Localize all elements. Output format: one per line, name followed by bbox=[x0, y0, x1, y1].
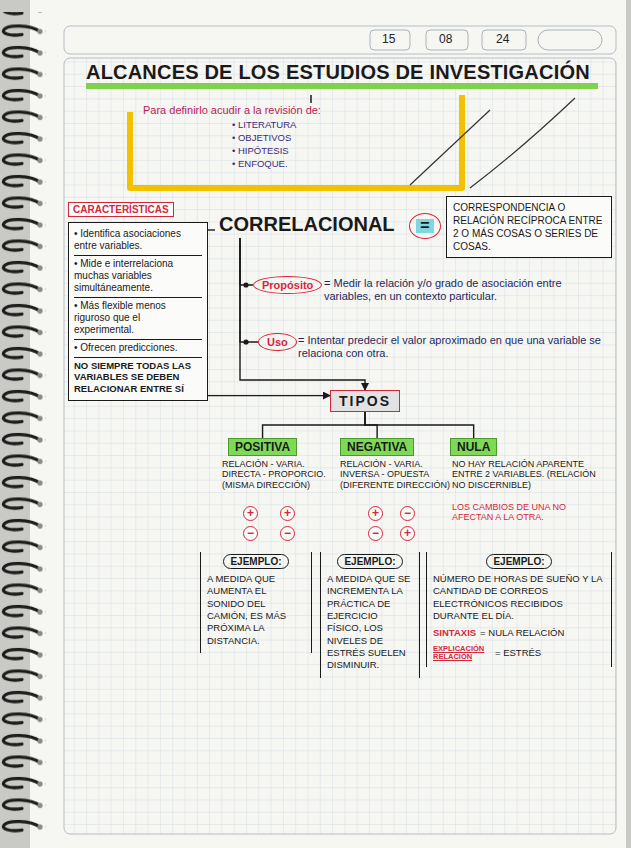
sign-circle: + bbox=[400, 526, 415, 541]
node-text: = bbox=[416, 219, 433, 233]
type-description: NO HAY RELACIÓN APARENTE ENTRE 2 VARIABL… bbox=[452, 459, 610, 490]
date-year: 24 bbox=[496, 33, 509, 47]
node-text: − bbox=[369, 527, 382, 539]
example-text: A MEDIDA QUE AUMENTA EL SONIDO DEL CAMIÓ… bbox=[207, 573, 305, 647]
bullet-item: • HIPÓTESIS bbox=[232, 146, 289, 157]
feature-item: • Más flexible menos riguroso que el exp… bbox=[74, 298, 202, 340]
node-text: + bbox=[281, 507, 294, 519]
connector bbox=[240, 238, 365, 390]
feature-list-box: • Identifica asociaciones entre variable… bbox=[68, 222, 208, 401]
use-text: = Intentar predecir el valor aproximado … bbox=[298, 334, 608, 359]
date-box bbox=[482, 30, 526, 50]
node-text: Propósito bbox=[262, 279, 313, 291]
example-row: EXPLICACIÓN RELACIÓN = ESTRÉS bbox=[433, 645, 605, 662]
date-box bbox=[370, 30, 410, 50]
node-text: CORRESPONDENCIA O RELACIÓN RECÍPROCA ENT… bbox=[453, 201, 605, 253]
sign-circle: + bbox=[280, 506, 295, 521]
date-day: 15 bbox=[382, 33, 395, 47]
feature-item: • Identifica asociaciones entre variable… bbox=[74, 226, 202, 256]
circled-term: Uso bbox=[258, 333, 297, 351]
type-description: RELACIÓN - VARIA. DIRECTA - PROPORCIO. (… bbox=[222, 459, 338, 490]
example-box: EJEMPLO: A MEDIDA QUE SE INCREMENTA LA PR… bbox=[320, 552, 420, 678]
example-heading: EJEMPLO: bbox=[223, 554, 288, 569]
bullet-item: • LITERATURA bbox=[232, 120, 296, 131]
sign-circle: + bbox=[243, 506, 258, 521]
connector bbox=[240, 238, 258, 342]
example-text: A MEDIDA QUE SE INCREMENTA LA PRÁCTICA D… bbox=[327, 573, 413, 672]
node-text: + bbox=[369, 507, 382, 519]
heading-box: CARACTERÍSTICAS bbox=[68, 202, 174, 217]
node-text: Uso bbox=[267, 336, 288, 348]
example-box: EJEMPLO: NÚMERO DE HORAS DE SUEÑO Y LA CA… bbox=[426, 552, 612, 667]
node-text: NULA bbox=[457, 440, 490, 454]
connector bbox=[263, 412, 365, 438]
type-description: RELACIÓN - VARIA. INVERSA - OPUESTA (DIF… bbox=[340, 459, 450, 490]
pen-stroke bbox=[470, 98, 575, 188]
main-concept: CORRELACIONAL bbox=[215, 211, 399, 238]
type-band: NULA bbox=[450, 438, 497, 456]
node-text: − bbox=[244, 527, 257, 539]
example-heading: EJEMPLO: bbox=[337, 554, 402, 569]
connector bbox=[365, 412, 474, 438]
example-heading: EJEMPLO: bbox=[486, 554, 551, 569]
node-text: + bbox=[244, 507, 257, 519]
connector bbox=[240, 238, 253, 285]
definition-box: CORRESPONDENCIA O RELACIÓN RECÍPROCA ENT… bbox=[446, 196, 612, 258]
date-box bbox=[426, 30, 468, 50]
types-box: TIPOS bbox=[330, 390, 400, 412]
node-text: − bbox=[401, 507, 414, 519]
connector bbox=[208, 229, 215, 230]
example-row: SINTAXIS = NULA RELACIÓN bbox=[433, 627, 605, 639]
paper bbox=[30, 0, 626, 848]
node-text: TIPOS bbox=[339, 393, 391, 409]
node-text: + bbox=[401, 527, 414, 539]
circled-term: Propósito bbox=[253, 276, 322, 294]
bullet-item: • OBJETIVOS bbox=[232, 133, 291, 144]
node-text: NEGATIVA bbox=[347, 440, 407, 454]
junction-dot bbox=[243, 339, 248, 344]
spiral-binding bbox=[0, 12, 46, 838]
feature-item: • Ofrecen predicciones. bbox=[74, 340, 202, 358]
example-box: EJEMPLO: A MEDIDA QUE AUMENTA EL SONIDO D… bbox=[200, 552, 312, 653]
type-band: NEGATIVA bbox=[340, 438, 414, 456]
sign-circle: − bbox=[368, 526, 383, 541]
example-note: EXPLICACIÓN RELACIÓN bbox=[433, 645, 491, 662]
example-note: = ESTRÉS bbox=[495, 647, 541, 659]
type-band: POSITIVA bbox=[228, 438, 297, 456]
type-note: LOS CAMBIOS DE UNA NO AFECTAN A LA OTRA. bbox=[452, 502, 602, 523]
yellow-bracket bbox=[130, 95, 462, 188]
connector bbox=[208, 395, 330, 396]
example-note: SINTAXIS bbox=[433, 627, 476, 639]
node-text: POSITIVA bbox=[235, 440, 290, 454]
feature-item: • Mide e interrelaciona muchas variables… bbox=[74, 256, 202, 298]
sign-circle: − bbox=[400, 506, 415, 521]
pen-stroke bbox=[410, 110, 490, 185]
example-text: NÚMERO DE HORAS DE SUEÑO Y LA CANTIDAD D… bbox=[433, 573, 605, 622]
node-text: CORRELACIONAL bbox=[219, 213, 395, 236]
node-text: CARACTERÍSTICAS bbox=[73, 204, 169, 215]
purpose-text: = Medir la relación y/o grado de asociac… bbox=[324, 277, 609, 302]
title-highlight bbox=[86, 83, 598, 89]
feature-item: NO SIEMPRE TODAS LAS VARIABLES SE DEBEN … bbox=[74, 358, 202, 397]
equals-circle: = bbox=[409, 213, 441, 239]
note-text: Para definirlo acudir a la revisión de: bbox=[143, 104, 443, 117]
bullet-item: • ENFOQUE. bbox=[232, 159, 288, 170]
sign-circle: + bbox=[368, 506, 383, 521]
junction-dot bbox=[243, 282, 248, 287]
example-note: = NULA RELACIÓN bbox=[480, 627, 564, 639]
date-month: 08 bbox=[439, 33, 452, 47]
page-title: ALCANCES DE LOS ESTUDIOS DE INVESTIGACIÓ… bbox=[86, 61, 590, 84]
node-text: − bbox=[281, 527, 294, 539]
stamp-pill bbox=[538, 30, 602, 50]
bracket-stem bbox=[310, 95, 312, 103]
header-bar bbox=[64, 26, 616, 54]
sign-circle: − bbox=[243, 526, 258, 541]
sign-circle: − bbox=[280, 526, 295, 541]
grid-area bbox=[64, 58, 616, 834]
